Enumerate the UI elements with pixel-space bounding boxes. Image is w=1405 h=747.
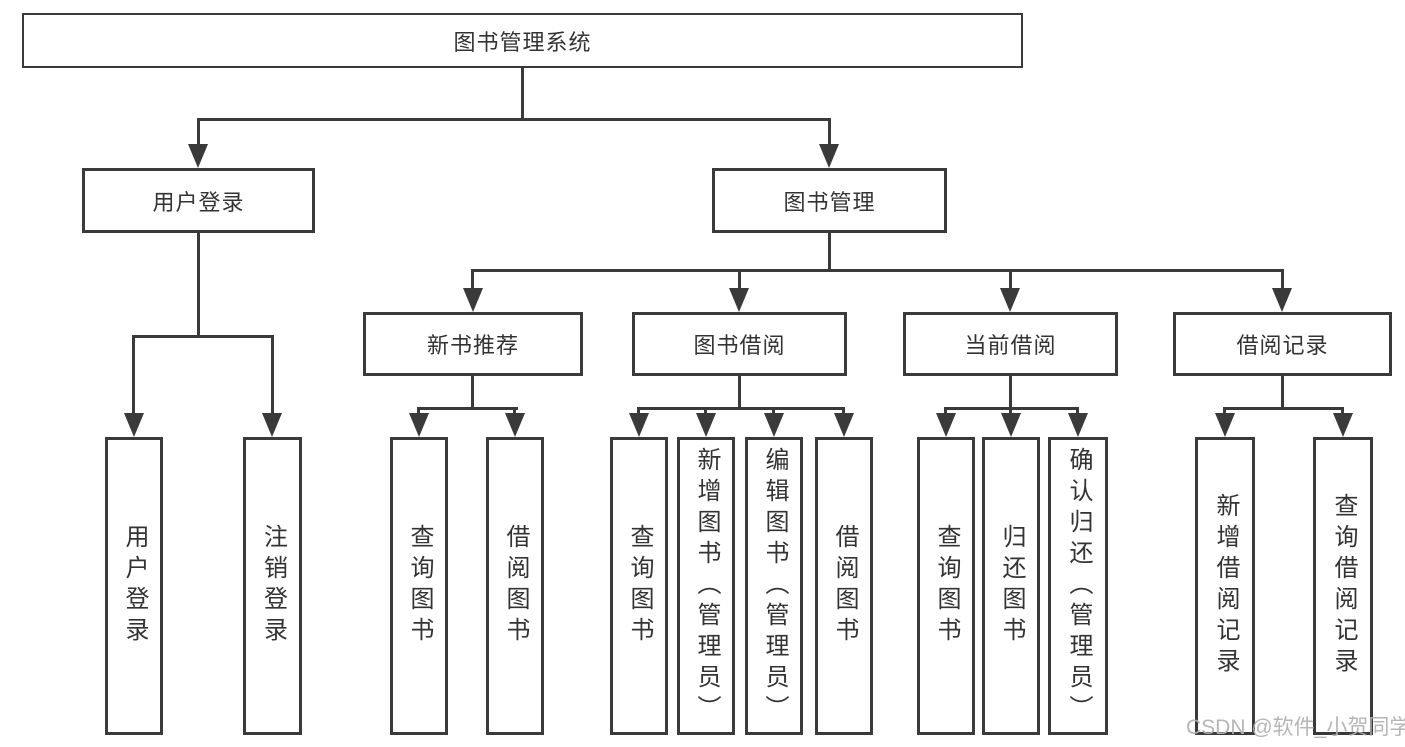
node-leaf-add-borrow-record-label: 新增借阅记录 <box>1212 493 1239 679</box>
arrow-down-icon <box>1068 413 1088 437</box>
node-current-borrow-label: 当前借阅 <box>964 333 1057 358</box>
node-leaf-return-book: 归还图书 <box>982 437 1040 735</box>
connector-bookborrow-drop-4 <box>842 407 845 417</box>
connector-bookmgmt-rail <box>471 269 1284 272</box>
node-book-management-label: 图书管理 <box>783 189 876 215</box>
node-current-borrow: 当前借阅 <box>903 312 1118 376</box>
connector-currentborrow-drop-3 <box>1076 407 1079 417</box>
arrow-down-icon <box>188 144 208 168</box>
connector-root-drop-right <box>828 118 831 146</box>
node-library-system: 图书管理系统 <box>22 13 1023 68</box>
arrow-down-icon <box>936 413 956 437</box>
connector-userlogin-stem <box>197 233 200 335</box>
connector-bookmgmt-drop-2 <box>738 269 741 291</box>
node-leaf-user-login: 用户登录 <box>105 437 163 735</box>
node-leaf-query-books-recommend: 查询图书 <box>390 437 448 735</box>
arrow-down-icon <box>124 413 144 437</box>
arrow-down-icon <box>1333 413 1353 437</box>
arrow-down-icon <box>463 288 483 312</box>
connector-records-drop-1 <box>1223 407 1226 417</box>
arrow-down-icon <box>1215 413 1235 437</box>
node-borrow-records: 借阅记录 <box>1173 312 1392 376</box>
connector-bookmgmt-drop-1 <box>471 269 474 291</box>
connector-bookborrow-stem <box>738 376 741 407</box>
connector-root-stem <box>521 68 524 118</box>
arrow-down-icon <box>505 413 525 437</box>
connector-bookborrow-drop-3 <box>772 407 775 417</box>
node-leaf-edit-book-admin: 编辑图书（管理员） <box>745 437 803 735</box>
node-leaf-query-books-current: 查询图书 <box>917 437 975 735</box>
node-leaf-borrow-books: 借阅图书 <box>815 437 873 735</box>
connector-newbook-drop-1 <box>417 407 420 417</box>
node-leaf-query-borrow-record-label: 查询借阅记录 <box>1330 493 1357 679</box>
node-leaf-user-login-label: 用户登录 <box>121 524 148 648</box>
node-leaf-borrow-books-label: 借阅图书 <box>831 524 858 648</box>
connector-bookmgmt-drop-4 <box>1281 269 1284 291</box>
arrow-down-icon <box>764 413 784 437</box>
connector-currentborrow-stem <box>1009 376 1012 407</box>
connector-currentborrow-drop-1 <box>944 407 947 417</box>
node-user-login: 用户登录 <box>82 168 315 233</box>
connector-records-rail <box>1223 407 1344 410</box>
connector-userlogin-drop-2 <box>271 335 274 415</box>
connector-root-rail <box>197 118 831 121</box>
connector-newbook-drop-2 <box>513 407 516 417</box>
node-leaf-query-borrow-record: 查询借阅记录 <box>1313 437 1373 735</box>
node-leaf-confirm-return-admin-label: 确认归还（管理员） <box>1065 446 1092 726</box>
connector-newbook-rail <box>417 407 518 410</box>
node-user-login-label: 用户登录 <box>152 189 245 215</box>
node-book-management: 图书管理 <box>712 168 947 233</box>
connector-bookmgmt-stem <box>828 233 831 270</box>
connector-userlogin-drop-1 <box>132 335 135 415</box>
arrow-down-icon <box>262 413 282 437</box>
node-borrow-records-label: 借阅记录 <box>1236 333 1329 358</box>
connector-newbook-stem <box>471 376 474 407</box>
node-new-book-recommend: 新书推荐 <box>363 312 583 376</box>
node-leaf-query-books-borrow-label: 查询图书 <box>626 524 653 648</box>
connector-records-stem <box>1281 376 1284 407</box>
connector-currentborrow-drop-2 <box>1009 407 1012 417</box>
arrow-down-icon <box>1272 288 1292 312</box>
node-library-system-label: 图书管理系统 <box>453 29 592 55</box>
csdn-watermark: CSDN @软件_小贺同学 <box>1186 716 1405 739</box>
node-leaf-add-book-admin: 新增图书（管理员） <box>677 437 735 735</box>
connector-userlogin-rail <box>132 335 274 338</box>
node-leaf-confirm-return-admin: 确认归还（管理员） <box>1048 437 1108 735</box>
arrow-down-icon <box>409 413 429 437</box>
connector-bookmgmt-drop-3 <box>1009 269 1012 291</box>
node-leaf-query-books-current-label: 查询图书 <box>933 524 960 648</box>
node-leaf-return-book-label: 归还图书 <box>998 524 1025 648</box>
node-leaf-edit-book-admin-label: 编辑图书（管理员） <box>761 446 788 726</box>
node-book-borrow: 图书借阅 <box>632 312 847 376</box>
node-leaf-query-books-borrow: 查询图书 <box>610 437 668 735</box>
arrow-down-icon <box>629 413 649 437</box>
connector-bookborrow-rail <box>637 407 845 410</box>
node-leaf-logout: 注销登录 <box>243 437 302 735</box>
arrow-down-icon <box>819 144 839 168</box>
node-leaf-add-borrow-record: 新增借阅记录 <box>1195 437 1255 735</box>
connector-bookborrow-drop-1 <box>637 407 640 417</box>
connector-records-drop-2 <box>1341 407 1344 417</box>
node-new-book-recommend-label: 新书推荐 <box>426 333 519 358</box>
arrow-down-icon <box>834 413 854 437</box>
node-book-borrow-label: 图书借阅 <box>693 333 786 358</box>
node-leaf-logout-label: 注销登录 <box>259 524 287 648</box>
arrow-down-icon <box>1000 288 1020 312</box>
node-leaf-borrow-books-recommend: 借阅图书 <box>486 437 544 735</box>
node-leaf-borrow-books-recommend-label: 借阅图书 <box>502 524 529 648</box>
arrow-down-icon <box>1001 413 1021 437</box>
arrow-down-icon <box>729 288 749 312</box>
node-leaf-query-books-recommend-label: 查询图书 <box>406 524 433 648</box>
node-leaf-add-book-admin-label: 新增图书（管理员） <box>693 446 720 726</box>
arrow-down-icon <box>696 413 716 437</box>
connector-bookborrow-drop-2 <box>704 407 707 417</box>
connector-root-drop-left <box>197 118 200 146</box>
